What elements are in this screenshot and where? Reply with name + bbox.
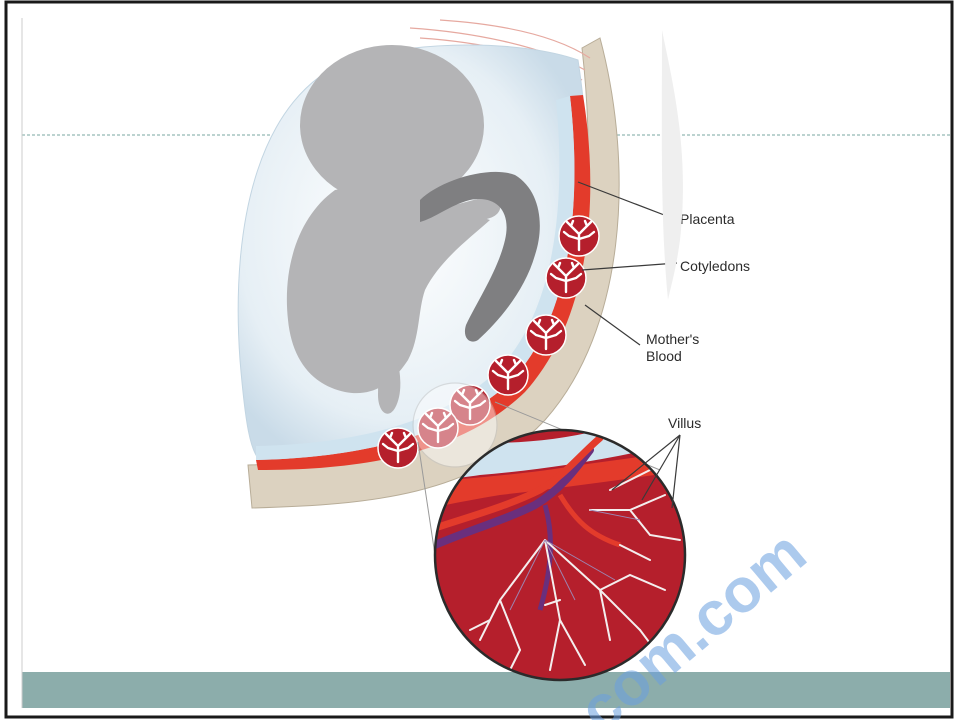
label-cotyledons: Cotyledons xyxy=(680,258,750,274)
label-villus: Villus xyxy=(668,415,701,431)
footer-bar xyxy=(22,672,950,708)
label-placenta: Placenta xyxy=(680,211,735,227)
label-mothers-blood-line1: Mother's xyxy=(646,331,699,347)
label-mothers-blood-line2: Blood xyxy=(646,348,682,364)
